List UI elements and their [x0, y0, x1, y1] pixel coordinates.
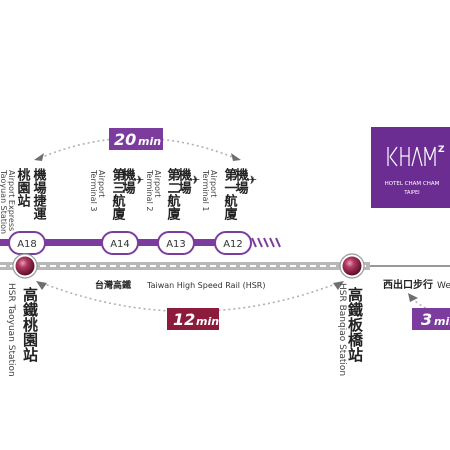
station-a12-en-line1: Airport — [209, 170, 218, 197]
plane-icon: ✈ — [247, 173, 257, 187]
bottom-arc-left-arrow — [36, 281, 47, 290]
station-a14-code: A14 — [110, 239, 130, 250]
station-a13-en-line1: Airport — [153, 170, 162, 197]
right-arc-arrow — [408, 293, 418, 302]
bottom-time-value: 12 — [173, 310, 195, 329]
hsr-station-ball-taoyuan — [12, 253, 38, 279]
hotel-logo-name: HOTEL CHAM CHAM — [385, 181, 440, 187]
hsr-station-ball-banqiao — [339, 253, 365, 279]
station-pill-a14: A14 — [101, 231, 139, 255]
hotel-logo-city: TAIPEI — [403, 190, 419, 196]
hsr-taoyuan-zh: 高鐵桃園站 — [21, 286, 39, 363]
west-exit-label-zh: 西出口步行 — [383, 278, 433, 291]
hsr-line-label-en: Taiwan High Speed Rail (HSR) — [146, 281, 265, 290]
station-a14-zh-line1: 機場 — [120, 167, 136, 195]
station-a12-code: A12 — [223, 239, 243, 250]
station-a13-en-line2: Terminal 2 — [145, 169, 154, 211]
plane-icon: ✈ — [190, 173, 200, 187]
right-time-value: 3 — [421, 310, 432, 329]
right-time-unit: min — [434, 315, 450, 328]
station-pill-a13: A13 — [157, 231, 195, 255]
top-arc-left-arrow — [34, 153, 44, 161]
station-label-a13: 機場 第二航廈 Airport Terminal 2 — [145, 167, 191, 221]
station-a13-code: A13 — [166, 239, 186, 250]
station-label-a14: 機場 第三航廈 Airport Terminal 3 — [89, 167, 135, 221]
bottom-time-badge — [167, 308, 219, 330]
station-a14-en-line1: Airport — [97, 170, 106, 197]
hsr-banqiao-en: HSR Banqiao Station — [337, 283, 347, 376]
station-a12-zh-line2: 第一航廈 — [222, 167, 238, 221]
station-a18-en-line2: Taoyuan Station — [0, 169, 8, 234]
plane-icon: ✈ — [134, 173, 144, 187]
station-a18-code: A18 — [17, 239, 37, 250]
station-a13-zh-line1: 機場 — [176, 167, 192, 195]
station-a12-en-line2: Terminal 1 — [201, 169, 210, 211]
station-a14-zh-line2: 第三航廈 — [110, 167, 126, 221]
station-label-a12: 機場 第一航廈 Airport Terminal 1 — [201, 167, 248, 221]
station-a13-zh-line2: 第二航廈 — [165, 167, 181, 221]
station-a18-zh-line2: 桃園站 — [15, 167, 31, 208]
hotel-logo-superscript: Z — [438, 145, 445, 155]
airport-mrt-line-fade — [251, 237, 281, 248]
hsr-taoyuan-en: HSR Taoyuan Station — [6, 283, 16, 377]
top-time-value: 20 — [114, 130, 136, 149]
station-label-a18: 機場捷運 桃園站 Airport Express Taoyuan Station — [0, 167, 46, 234]
station-a14-en-line2: Terminal 3 — [89, 169, 98, 211]
station-a18-zh-line1: 機場捷運 — [31, 167, 47, 221]
hsr-banqiao-zh: 高鐵板橋站 — [346, 286, 364, 363]
west-exit-label-en: We — [437, 281, 450, 291]
hotel-logo-mark — [387, 146, 436, 167]
bottom-arc-right-arrow — [333, 281, 344, 290]
bottom-time-unit: min — [196, 315, 219, 328]
station-a18-en-line1: Airport Express — [7, 170, 16, 231]
station-pill-a18: A18 — [8, 231, 46, 255]
right-time-badge — [412, 308, 450, 330]
station-a12-zh-line1: 機場 — [233, 167, 249, 195]
top-time-unit: min — [138, 135, 161, 148]
top-time-badge — [109, 128, 163, 150]
hsr-line-label-zh: 台灣高鐵 — [95, 279, 131, 291]
station-pill-a12: A12 — [214, 231, 252, 255]
top-arc-right-arrow — [231, 153, 241, 161]
hotel-logo — [371, 127, 450, 208]
